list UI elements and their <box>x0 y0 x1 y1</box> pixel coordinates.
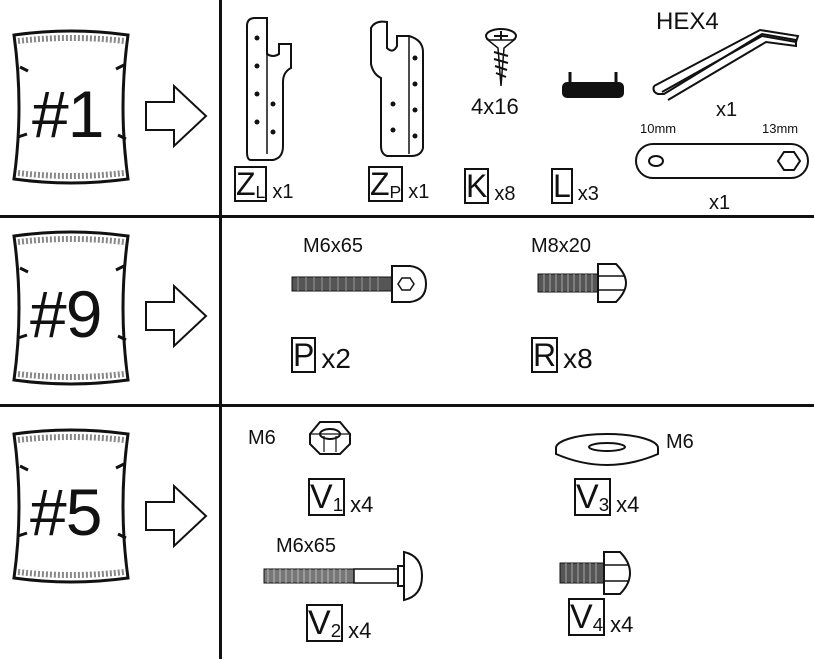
parts-bag-icon <box>12 29 130 185</box>
hex-key-label: HEX4 <box>656 8 719 35</box>
glide-cap-icon <box>562 72 624 98</box>
wood-screw-icon <box>485 28 517 87</box>
part-code-box: V3 <box>574 478 612 516</box>
arrow-right-icon <box>145 483 208 549</box>
part-code-box: R <box>531 337 559 373</box>
part-label-v2: V2 x4 <box>306 604 372 643</box>
hex-nut-icon <box>309 421 351 455</box>
part-code-box: V1 <box>308 478 346 516</box>
nut-size-label: M6 <box>248 427 276 449</box>
bag-number-5: #5 <box>30 475 102 549</box>
hex-bolt-icon <box>537 263 628 303</box>
bolt-size-label: M8x20 <box>531 235 592 257</box>
arrow-right-icon <box>145 83 208 149</box>
part-code-box: V4 <box>568 598 606 636</box>
part-label-l: L x3 <box>551 168 599 205</box>
parts-bag-icon <box>12 428 130 584</box>
column-divider <box>219 0 222 659</box>
parts-bag-icon <box>12 230 130 386</box>
row-divider-1 <box>0 215 814 218</box>
carriage-bolt-icon <box>263 550 424 602</box>
spanner-left-size: 10mm <box>640 121 677 136</box>
part-code-box: ZL <box>234 166 268 203</box>
part-label-zp: ZP x1 <box>368 166 430 203</box>
hex-bolt-short-icon <box>559 551 632 595</box>
part-label-p: P x2 <box>291 337 351 374</box>
part-label-r: R x8 <box>531 337 593 374</box>
part-label-k: K x8 <box>464 168 516 205</box>
bag-number-9: #9 <box>30 277 102 351</box>
part-label-zl: ZL x1 <box>234 166 294 203</box>
spanner-right-size: 13mm <box>762 121 799 136</box>
part-code-box: L <box>551 168 573 204</box>
bolt-size-label: M6x65 <box>303 235 364 257</box>
washer-icon <box>555 433 659 466</box>
part-code-box: V2 <box>306 604 344 642</box>
part-label-v1: V1 x4 <box>308 478 374 517</box>
part-label-v4: V4 x4 <box>568 598 634 637</box>
spanner-icon <box>635 143 809 179</box>
bracket-zl-icon <box>246 17 292 161</box>
part-code-box: K <box>464 168 490 204</box>
hex-key-qty: x1 <box>716 99 738 121</box>
screw-size-label: 4x16 <box>471 94 519 119</box>
bracket-zp-icon <box>370 20 424 157</box>
arrow-right-icon <box>145 283 208 349</box>
part-code-box: ZP <box>368 166 404 203</box>
hex-socket-bolt-icon <box>291 265 428 303</box>
row-divider-2 <box>0 404 814 407</box>
carriage-bolt-size-label: M6x65 <box>276 535 337 557</box>
part-code-box: P <box>291 337 317 373</box>
part-label-v3: V3 x4 <box>574 478 640 517</box>
hex-key-icon <box>652 28 800 101</box>
spanner-qty: x1 <box>709 192 731 214</box>
bag-number-1: #1 <box>32 77 104 151</box>
washer-size-label: M6 <box>666 431 694 453</box>
